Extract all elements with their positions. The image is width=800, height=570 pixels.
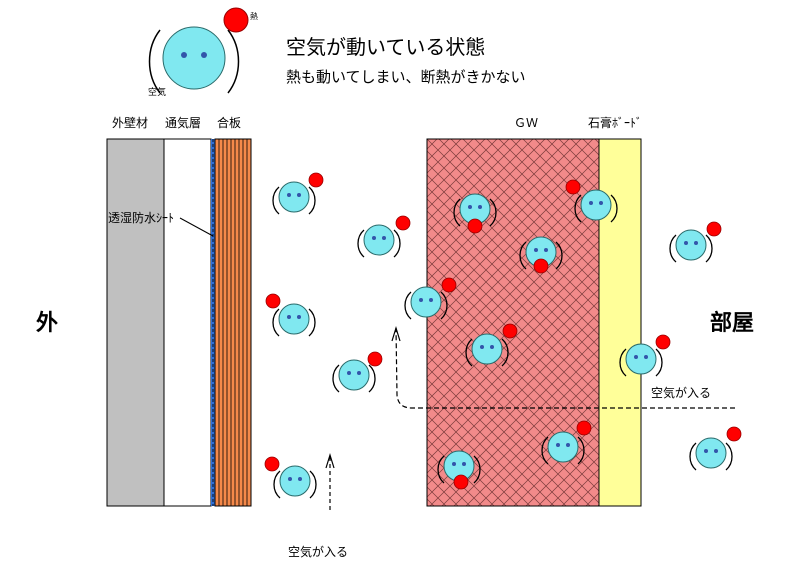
label-room: 部屋	[710, 310, 754, 336]
heat-ball-icon	[367, 351, 383, 367]
air-molecule-icon	[332, 359, 376, 393]
label-outside: 外	[36, 310, 58, 336]
air-molecule-icon	[689, 437, 733, 471]
label-exterior-wall: 外壁材	[112, 115, 148, 130]
legend-air-molecule-icon	[148, 26, 240, 94]
air-molecule-icon	[669, 229, 713, 263]
airflow-bottom-arrow	[325, 452, 335, 510]
heat-ball-icon	[395, 215, 411, 231]
airflow-bottom-label: 空気が入る	[288, 544, 348, 559]
membrane-layer	[211, 139, 215, 506]
airflow-right-arrow	[391, 325, 735, 409]
heat-ball-icon	[502, 323, 518, 339]
plywood-layer	[214, 138, 252, 507]
legend-heat-ball-icon	[223, 7, 249, 33]
airflow-right-label: 空気が入る	[651, 385, 711, 400]
label-air-layer: 通気層	[165, 115, 201, 130]
air-molecule-icon	[272, 303, 316, 337]
heat-ball-icon	[655, 334, 671, 350]
legend-air-label: 空気	[148, 86, 166, 98]
heat-ball-icon	[264, 456, 280, 472]
air-molecule-icon	[357, 224, 401, 258]
heat-ball-icon	[467, 218, 483, 234]
legend-heat-label: 熱	[250, 11, 258, 21]
heat-ball-icon	[576, 420, 592, 436]
heat-ball-icon	[726, 426, 742, 442]
heat-ball-icon	[565, 179, 581, 195]
label-plywood: 合板	[217, 115, 241, 130]
air-molecule-icon	[272, 181, 316, 215]
label-membrane: 透湿防水ｼｰﾄ	[108, 210, 174, 225]
label-gw: ＧＷ	[514, 116, 538, 130]
legend-subtitle: 熱も動いてしまい、断熱がきかない	[286, 68, 526, 86]
exterior-wall-layer	[106, 138, 165, 507]
heat-ball-icon	[308, 172, 324, 188]
membrane-leader-line	[179, 217, 214, 237]
heat-ball-icon	[453, 474, 469, 490]
heat-ball-icon	[265, 293, 281, 309]
air-molecules	[264, 172, 742, 499]
heat-ball-icon	[441, 277, 457, 293]
air-layer	[163, 138, 212, 507]
label-gypsum: 石膏ﾎﾞｰﾄﾞ	[588, 115, 642, 130]
air-molecule-icon	[273, 465, 317, 499]
heat-ball-icon	[533, 258, 549, 274]
heat-ball-icon	[706, 221, 722, 237]
legend: 熱 空気 空気が動いている状態 熱も動いてしまい、断熱がきかない	[148, 7, 526, 98]
legend-title: 空気が動いている状態	[286, 35, 485, 59]
